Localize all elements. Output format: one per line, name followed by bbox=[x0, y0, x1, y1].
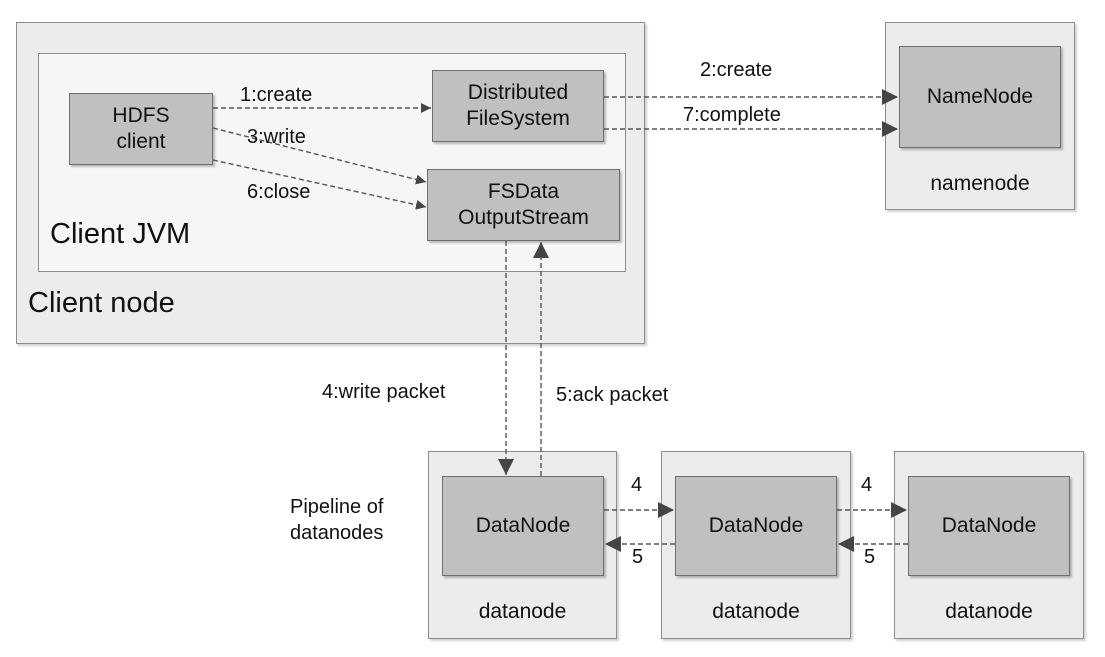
label-6-close: 6:close bbox=[247, 181, 311, 203]
label-3-write: 3:write bbox=[247, 126, 306, 148]
fsdata-outputstream-node: FSData OutputStream bbox=[427, 169, 620, 241]
label-dn-fwd-1: 4 bbox=[631, 474, 643, 496]
namenode-node: NameNode bbox=[899, 46, 1061, 148]
label-dn-back-1: 5 bbox=[632, 546, 644, 568]
edge-3-write bbox=[212, 127, 427, 185]
hdfs-client-node: HDFS client bbox=[69, 93, 213, 165]
label-2-create: 2:create bbox=[700, 59, 773, 81]
label-7-complete: 7:complete bbox=[683, 104, 781, 126]
pipeline-label: Pipeline of datanodes bbox=[290, 496, 384, 544]
label-1-create: 1:create bbox=[240, 84, 313, 106]
datanode-node-1: DataNode bbox=[442, 476, 604, 576]
datanode-node-2: DataNode bbox=[675, 476, 837, 576]
datanode-host-label-3: datanode bbox=[945, 600, 1033, 623]
client-node-label: Client node bbox=[28, 287, 175, 319]
datanode-host-label-2: datanode bbox=[712, 600, 800, 623]
client-jvm-label: Client JVM bbox=[50, 218, 191, 250]
namenode-host-label: namenode bbox=[930, 172, 1030, 195]
label-4-write-packet: 4:write packet bbox=[322, 381, 446, 403]
label-dn-fwd-2: 4 bbox=[861, 474, 873, 496]
label-5-ack-packet: 5:ack packet bbox=[556, 384, 669, 406]
datanode-host-label-1: datanode bbox=[478, 600, 567, 623]
edge-6-close bbox=[212, 159, 427, 210]
label-dn-back-2: 5 bbox=[864, 546, 876, 568]
distributed-filesystem-node: Distributed FileSystem bbox=[432, 70, 604, 142]
datanode-node-3: DataNode bbox=[908, 476, 1070, 576]
